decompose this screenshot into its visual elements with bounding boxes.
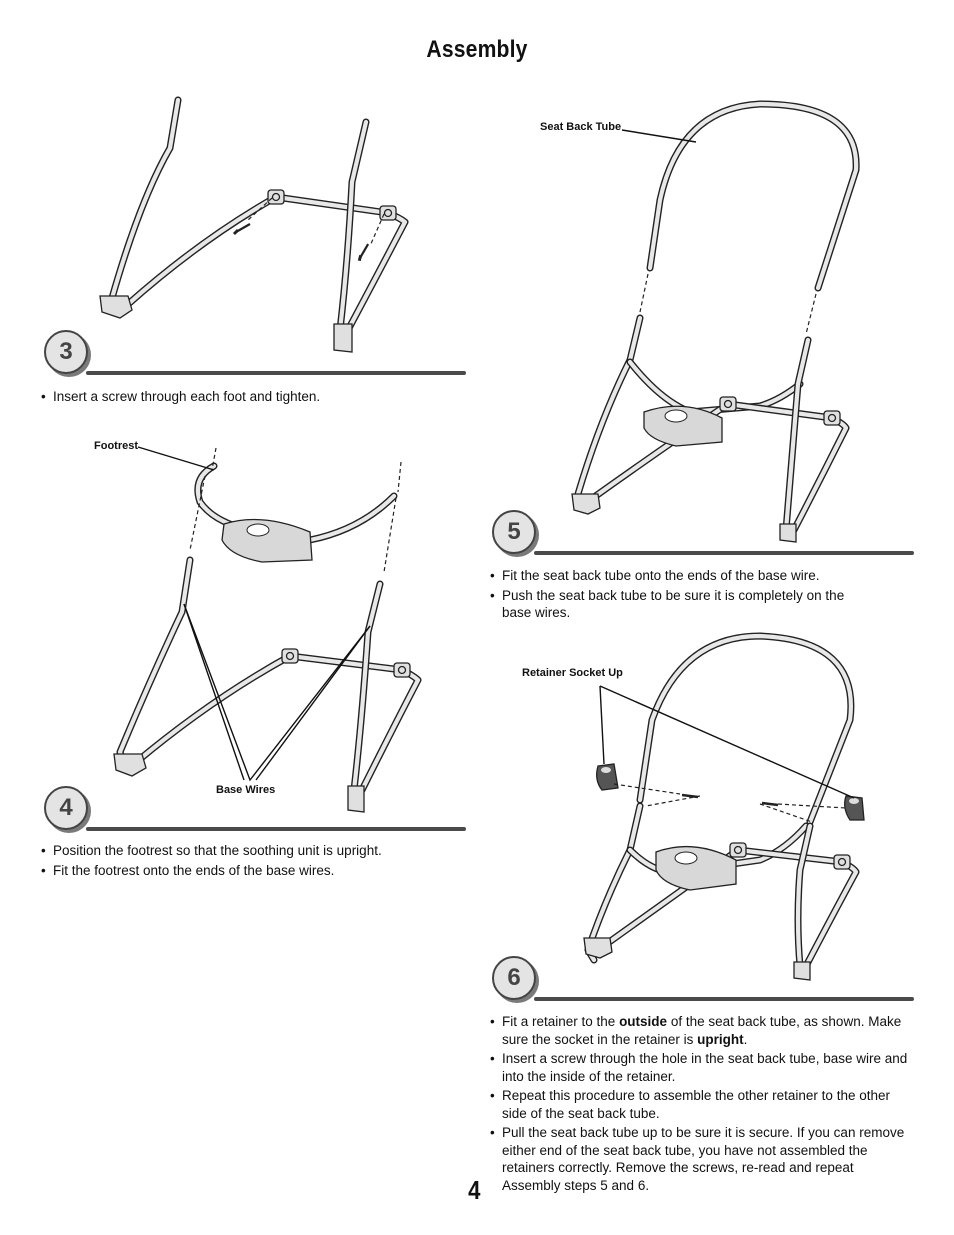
step-6-bullet-1: Fit a retainer to the outside of the sea…: [490, 1013, 908, 1048]
step-4-instructions: Position the footrest so that the soothi…: [41, 842, 461, 881]
step-6-bullet-1-part-c: of the seat back tube, as shown. Make su…: [502, 1014, 902, 1047]
seat-back-tube-label: Seat Back Tube: [540, 121, 622, 133]
step6-retainer-drawing: [583, 632, 865, 981]
page-number: 4: [468, 1175, 481, 1205]
step-4-badge: 4: [44, 786, 88, 830]
step5-seat-back-drawing: [571, 100, 860, 543]
step-6-instructions: Fit a retainer to the outside of the sea…: [490, 1013, 908, 1196]
step-3-badge: 3: [44, 330, 88, 374]
step-5-instructions: Fit the seat back tube onto the ends of …: [490, 567, 870, 624]
retainer-socket-up-label: Retainer Socket Up: [522, 667, 623, 679]
step-5-rule: [534, 551, 914, 555]
step-4-bullet-2: Fit the footrest onto the ends of the ba…: [41, 862, 461, 880]
step-3-bullet-1: Insert a screw through each foot and tig…: [41, 388, 461, 406]
footrest-label: Footrest: [94, 440, 138, 452]
step-6-bullet-1-outside: outside: [619, 1014, 668, 1029]
step-6-rule: [534, 997, 914, 1001]
step-3-instructions: Insert a screw through each foot and tig…: [41, 388, 461, 408]
page-title: Assembly: [426, 36, 528, 63]
step3-base-frame-drawing: [99, 96, 409, 353]
step4-footrest-drawing: [113, 447, 422, 813]
step-6-bullet-3: Repeat this procedure to assemble the ot…: [490, 1087, 908, 1122]
step-4-bullet-1: Position the footrest so that the soothi…: [41, 842, 461, 860]
step-6-badge: 6: [492, 956, 536, 1000]
step-6-bullet-1-part-a: Fit a retainer to the: [502, 1014, 620, 1029]
step-6-bullet-2: Insert a screw through the hole in the s…: [490, 1050, 908, 1085]
step-4-rule: [86, 827, 466, 831]
step-3-rule: [86, 371, 466, 375]
step-6-bullet-4: Pull the seat back tube up to be sure it…: [490, 1124, 908, 1194]
step-5-bullet-1: Fit the seat back tube onto the ends of …: [490, 567, 870, 585]
base-wires-label: Base Wires: [216, 784, 276, 796]
step-6-bullet-1-part-e: .: [743, 1031, 748, 1047]
step-5-badge: 5: [492, 510, 536, 554]
step-6-bullet-1-upright: upright: [697, 1031, 744, 1047]
step-5-bullet-2: Push the seat back tube to be sure it is…: [490, 587, 870, 622]
